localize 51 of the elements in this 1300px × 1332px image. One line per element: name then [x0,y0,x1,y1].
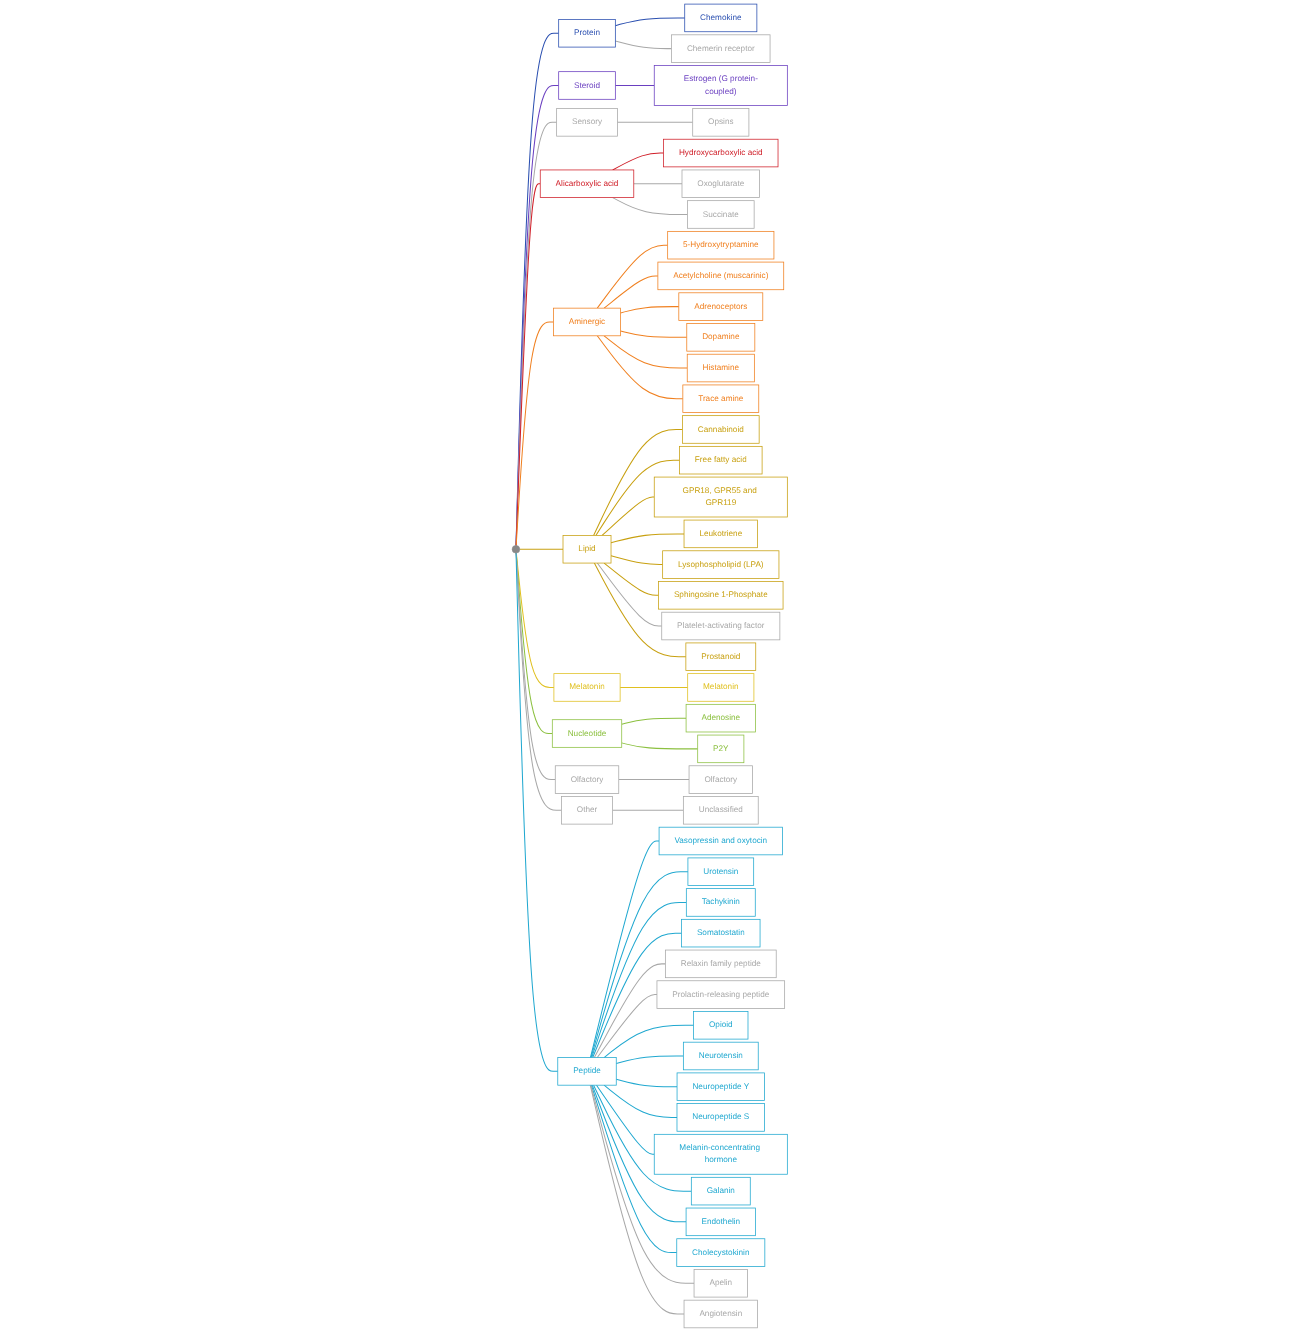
connector [610,533,685,544]
connector [612,809,685,811]
connector [590,871,689,1059]
connector [615,17,686,27]
connector [594,562,687,658]
connector [620,306,680,314]
connector [619,686,689,688]
connector [515,321,555,546]
connector [612,197,689,215]
connector [621,717,687,725]
connector [594,963,667,1059]
connector [515,552,557,781]
connector [593,429,684,536]
node-circle [512,545,521,554]
connector [590,1084,685,1315]
connector [610,555,664,566]
connector [603,1024,695,1059]
connector [597,562,663,627]
connector [595,459,681,536]
connector [515,183,542,546]
connector [590,840,660,1059]
connector [596,1084,656,1155]
connector [603,1084,678,1118]
connector [615,40,673,50]
connector [592,1084,687,1223]
connector [612,152,665,171]
connector [516,552,555,688]
connector [616,1078,678,1088]
connector [597,994,658,1059]
connector [603,335,688,369]
connector [516,552,554,735]
connector [603,562,660,596]
connector [616,1055,685,1064]
connector [592,932,683,1059]
connector [597,244,669,309]
connector [618,779,690,781]
connector [590,1084,695,1284]
connector [633,183,683,185]
connector [515,552,559,1072]
connector [597,335,684,400]
connector [591,901,688,1059]
connector [601,496,656,536]
connector [621,742,699,750]
connector [603,275,659,309]
connector [620,330,688,338]
connector [593,1084,693,1192]
connector [515,552,563,811]
connector [519,548,564,550]
connector [617,121,694,123]
connector [615,85,656,87]
connector [591,1084,678,1254]
